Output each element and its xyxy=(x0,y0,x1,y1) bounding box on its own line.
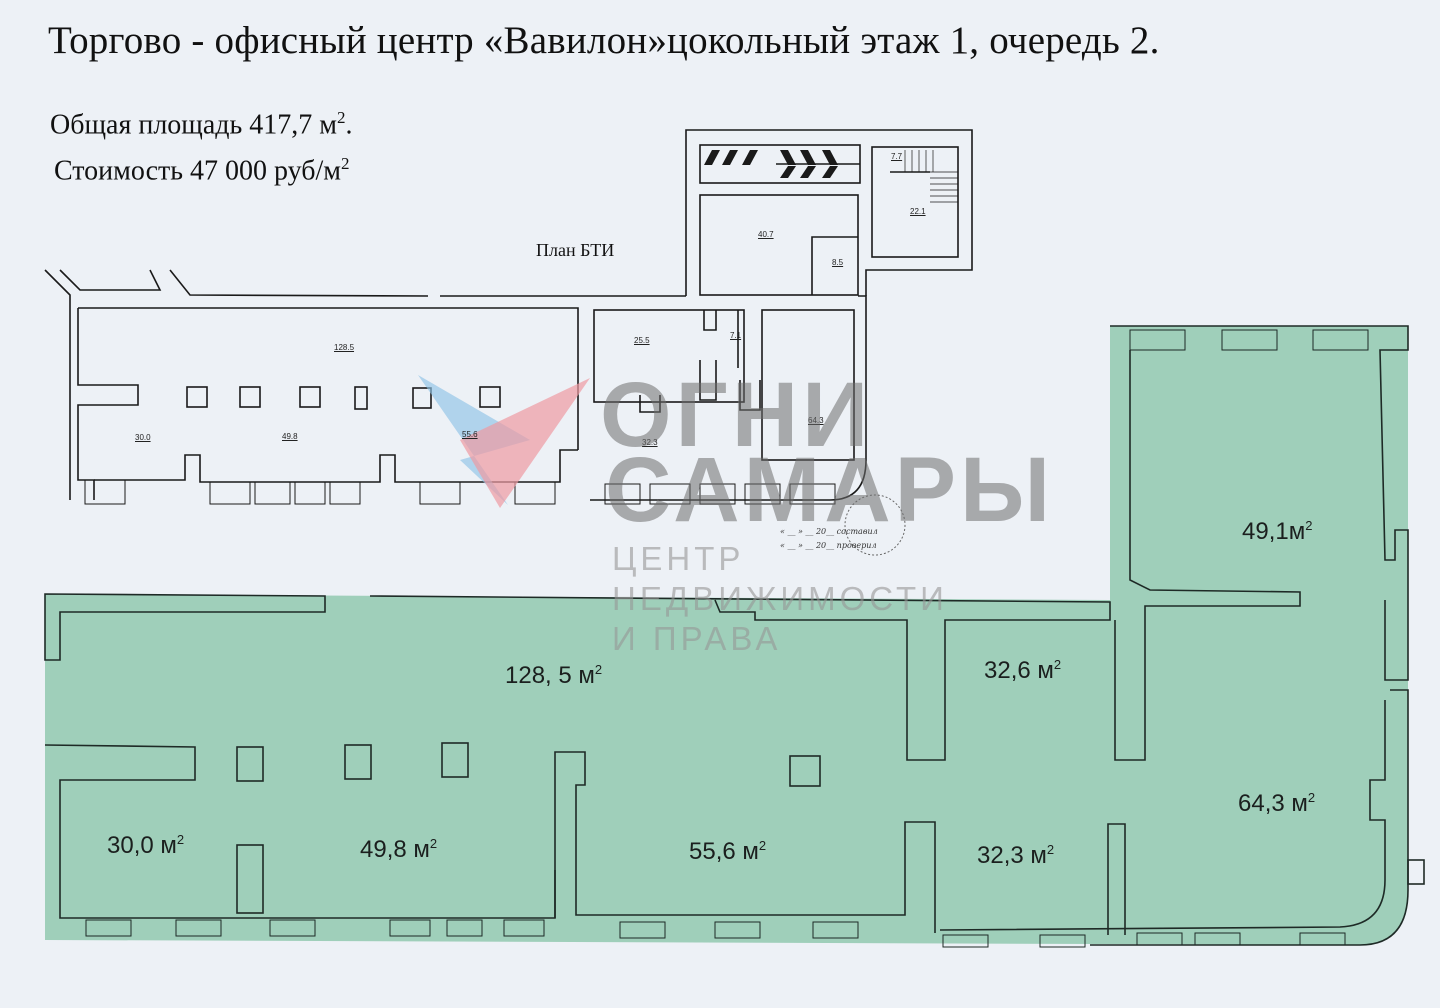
bti-room-number: 30.0 xyxy=(135,433,151,442)
watermark-line: ЦЕНТР xyxy=(612,540,745,577)
bti-room-number: 55.6 xyxy=(462,430,478,439)
room-area-label: 49,1м2 xyxy=(1242,518,1313,545)
bti-room-number: 49.8 xyxy=(282,432,298,441)
room-area-label: 32,3 м2 xyxy=(977,842,1055,869)
bti-room-number: 7.7 xyxy=(891,152,903,161)
bti-room-number: 8.5 xyxy=(832,258,844,267)
bti-room-number: 7.1 xyxy=(730,331,742,340)
bti-room-number: 22.1 xyxy=(910,207,926,216)
watermark-line: САМАРЫ xyxy=(605,439,1055,541)
bti-room-number: 128.5 xyxy=(334,343,355,352)
room-area-label: 55,6 м2 xyxy=(689,838,767,865)
total-area: Общая площадь 417,7 м2. xyxy=(50,108,353,141)
watermark-line: ОГНИ xyxy=(600,364,873,466)
watermark-logo-icon xyxy=(418,375,590,508)
bti-floor-plan xyxy=(44,129,973,556)
document-title: Торгово - офисный центр «Вавилон»цокольн… xyxy=(48,19,1160,62)
stamp-line: « __ » __ 20__ проверил xyxy=(780,541,877,550)
colored-floor-plan xyxy=(44,325,1425,948)
price-per-sqm: Стоимость 47 000 руб/м2 xyxy=(54,154,350,187)
bti-room-number: 25.5 xyxy=(634,336,650,345)
bti-room-number: 40.7 xyxy=(758,230,774,239)
room-area-label: 64,3 м2 xyxy=(1238,790,1316,817)
bti-room-number: 32.3 xyxy=(642,438,658,447)
room-area-label: 30,0 м2 xyxy=(107,832,185,859)
watermark-line: И ПРАВА xyxy=(612,620,782,657)
room-area-label: 49,8 м2 xyxy=(360,836,438,863)
watermark-line: НЕДВИЖИМОСТИ xyxy=(612,580,948,617)
bti-plan-label: План БТИ xyxy=(536,240,615,260)
room-area-label: 32,6 м2 xyxy=(984,657,1062,684)
room-area-label: 128, 5 м2 xyxy=(505,662,603,689)
bti-room-number: 64.3 xyxy=(808,416,824,425)
stamp-line: « __ » __ 20__ составил xyxy=(780,527,878,536)
